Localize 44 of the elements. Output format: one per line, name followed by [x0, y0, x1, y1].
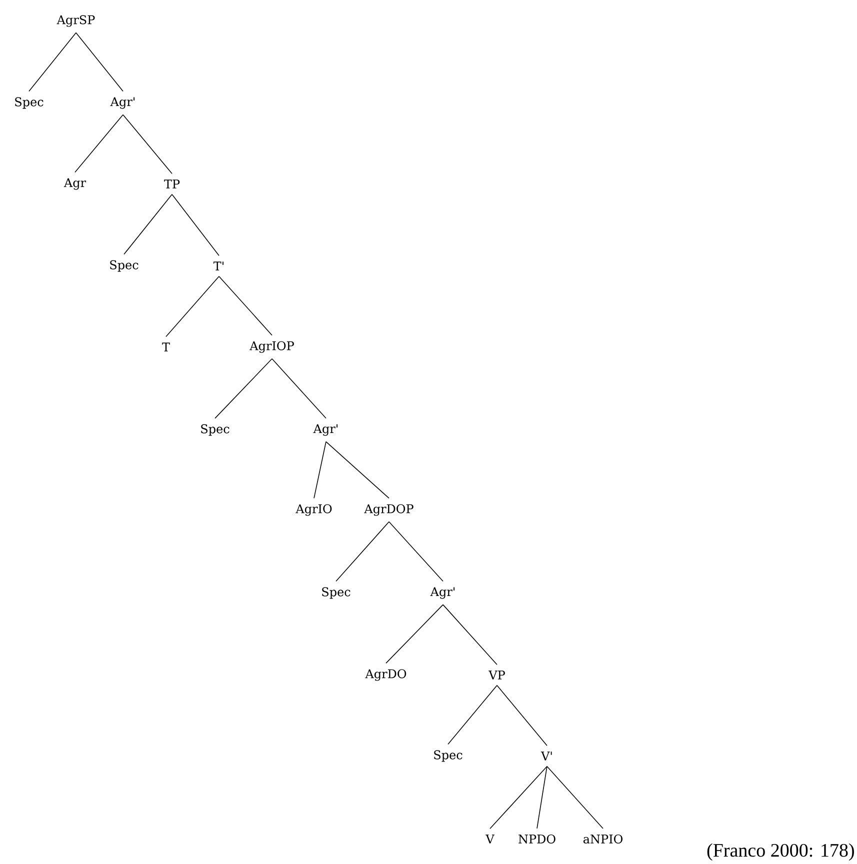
tree-label: Spec — [15, 97, 44, 109]
tree-label: aNPIO — [583, 834, 622, 844]
branch-line — [28, 32, 76, 92]
tree-label: AgrIOP — [250, 341, 294, 353]
branch-line — [388, 521, 444, 582]
branch-line — [490, 766, 548, 830]
branch-line — [386, 604, 444, 664]
tree-label: Spec — [201, 424, 230, 436]
tree-label: NPDO — [518, 834, 556, 844]
branch-line — [326, 441, 390, 499]
tree-label: AgrIO — [296, 504, 332, 516]
tree-label: Spec — [322, 587, 350, 599]
branch-line — [272, 358, 326, 419]
tree-label: Spec — [110, 260, 138, 272]
tree-label: Spec — [434, 750, 462, 762]
tree-label: T' — [213, 262, 224, 270]
branch-line — [76, 32, 124, 92]
tree-label: VP — [488, 670, 505, 680]
tree-label: AgrDO — [365, 669, 406, 681]
branch-line — [218, 276, 272, 336]
tree-label: Agr' — [313, 424, 338, 436]
tree-label: AgrSP — [56, 15, 95, 27]
branch-line — [448, 684, 498, 745]
tree-label: T — [162, 342, 170, 352]
branch-line — [124, 194, 172, 255]
tree-label: TP — [164, 180, 180, 188]
tree-label: V' — [540, 752, 552, 760]
branch-line — [172, 194, 220, 256]
branch-line — [122, 114, 172, 174]
branch-line — [336, 521, 390, 582]
branch-line — [546, 766, 604, 829]
tree-label: AgrDOP — [364, 504, 414, 516]
branch-line — [214, 358, 272, 419]
branch-line — [314, 441, 326, 499]
tree-label: Agr' — [110, 97, 134, 109]
branch-line — [442, 604, 498, 666]
tree-label: V — [486, 834, 495, 844]
branch-line — [166, 276, 220, 338]
citation: (Franco 2000: 178) — [707, 843, 854, 861]
branch-line — [74, 114, 124, 173]
branch-line — [496, 684, 548, 746]
branch-line — [536, 766, 548, 829]
tree-label: Agr' — [430, 587, 454, 599]
tree-label: Agr — [64, 178, 86, 190]
